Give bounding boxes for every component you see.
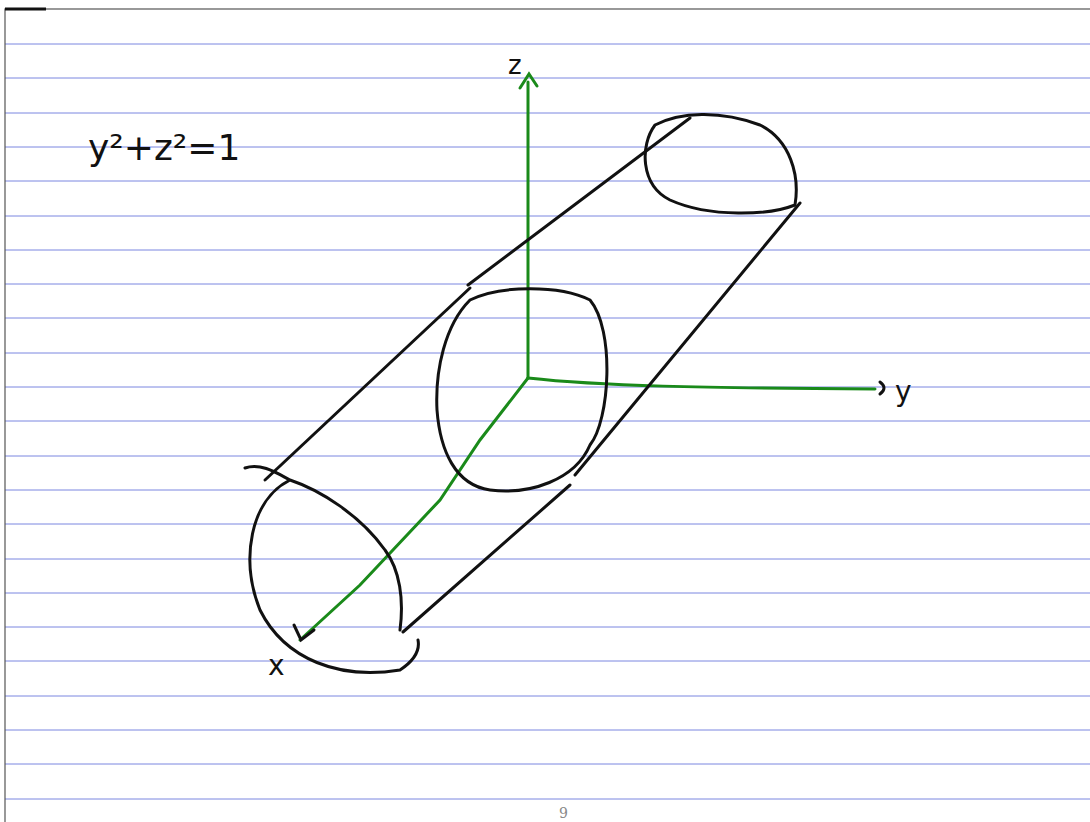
ruled-line: [5, 387, 1090, 388]
ruled-line: [5, 524, 1090, 525]
front-ellipse: [245, 466, 418, 672]
ruled-line: [5, 490, 1090, 491]
y-arrow: [880, 382, 884, 394]
ruled-line: [5, 250, 1090, 251]
ruled-line: [5, 799, 1090, 800]
back-ellipse: [645, 114, 796, 213]
ruled-line: [5, 764, 1090, 765]
z-axis: [527, 82, 530, 378]
axis-label: x: [268, 652, 285, 680]
upper-edge-front: [265, 288, 470, 480]
ruled-line: [5, 627, 1090, 628]
page-number: 9: [559, 806, 568, 820]
middle-circle: [437, 289, 607, 491]
upper-edge-back: [468, 118, 690, 285]
x-axis: [300, 378, 528, 640]
ruled-line: [5, 696, 1090, 697]
ruled-line: [5, 216, 1090, 217]
axes: [300, 74, 875, 640]
ruled-lines: [5, 44, 1090, 799]
ruled-line: [5, 456, 1090, 457]
ruled-line: [5, 78, 1090, 79]
ruled-line: [5, 593, 1090, 594]
x-arrow: [294, 625, 314, 640]
ruled-line: [5, 559, 1090, 560]
ruled-line: [5, 44, 1090, 45]
cylinder: [245, 114, 884, 672]
lower-edge-back: [575, 203, 800, 475]
y-axis: [528, 378, 875, 389]
axis-label: z: [508, 52, 522, 78]
lower-edge-front: [403, 485, 570, 632]
axis-label: y: [895, 378, 912, 406]
page-frame: [5, 9, 1090, 822]
ruled-line: [5, 730, 1090, 731]
ruled-line: [5, 181, 1090, 182]
ruled-line: [5, 661, 1090, 662]
equation: y²+z²=1: [88, 130, 240, 166]
ruled-line: [5, 284, 1090, 285]
ruled-line: [5, 353, 1090, 354]
header-mark: [5, 8, 46, 11]
z-arrow: [520, 74, 537, 88]
ruled-line: [5, 113, 1090, 114]
ruled-line: [5, 318, 1090, 319]
ruled-line: [5, 421, 1090, 422]
